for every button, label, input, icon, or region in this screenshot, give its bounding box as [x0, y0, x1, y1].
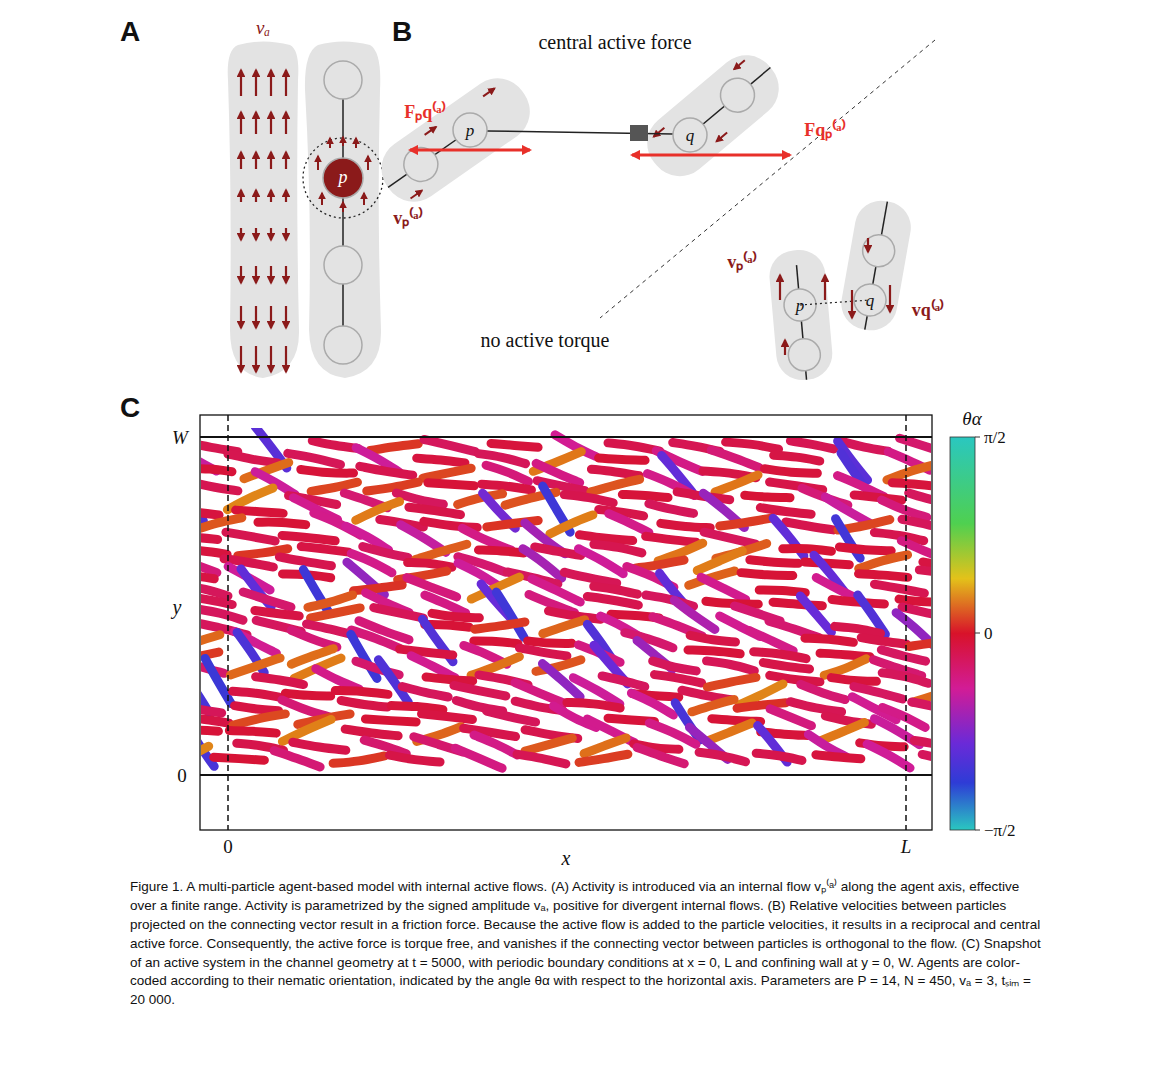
axis-label: y: [173, 597, 182, 617]
velocity-label: vq⁽ᵃ⁾: [912, 301, 944, 319]
axis-tick: 0: [177, 766, 187, 785]
panel-a: [228, 42, 383, 379]
colorbar-title: θα: [962, 409, 981, 428]
colorbar-tick: π/2: [984, 429, 1006, 446]
axis-tick: W: [172, 428, 188, 447]
velocity-label: vₚ⁽ᵃ⁾: [393, 209, 422, 227]
force-label: Fqₚ⁽ᵃ⁾: [804, 121, 845, 139]
panel-c: [162, 415, 980, 830]
particle-label: p: [796, 297, 805, 314]
panel-b: [370, 40, 935, 382]
axis-tick: 0: [223, 837, 233, 856]
particle-label: p: [466, 122, 475, 139]
panel-heading: central active force: [538, 32, 691, 52]
axis-label: x: [562, 848, 571, 868]
panel-heading: no active torque: [481, 330, 610, 350]
particle-label: q: [686, 127, 695, 144]
panel-letter: C: [120, 394, 140, 422]
panel-letter: A: [120, 18, 140, 46]
panel-letter: B: [392, 18, 412, 46]
colorbar-tick: −π/2: [984, 822, 1015, 839]
velocity-label: vₚ⁽ᵃ⁾: [727, 253, 756, 271]
figure-caption: Figure 1. A multi-particle agent-based m…: [130, 878, 1042, 1010]
axis-tick: L: [901, 837, 912, 856]
colorbar-tick: 0: [984, 625, 993, 642]
particle-label: p: [339, 168, 348, 186]
particle-label: q: [866, 292, 875, 309]
velocity-label: vₐ: [256, 18, 270, 37]
force-label: Fₚq⁽ᵃ⁾: [404, 103, 445, 121]
